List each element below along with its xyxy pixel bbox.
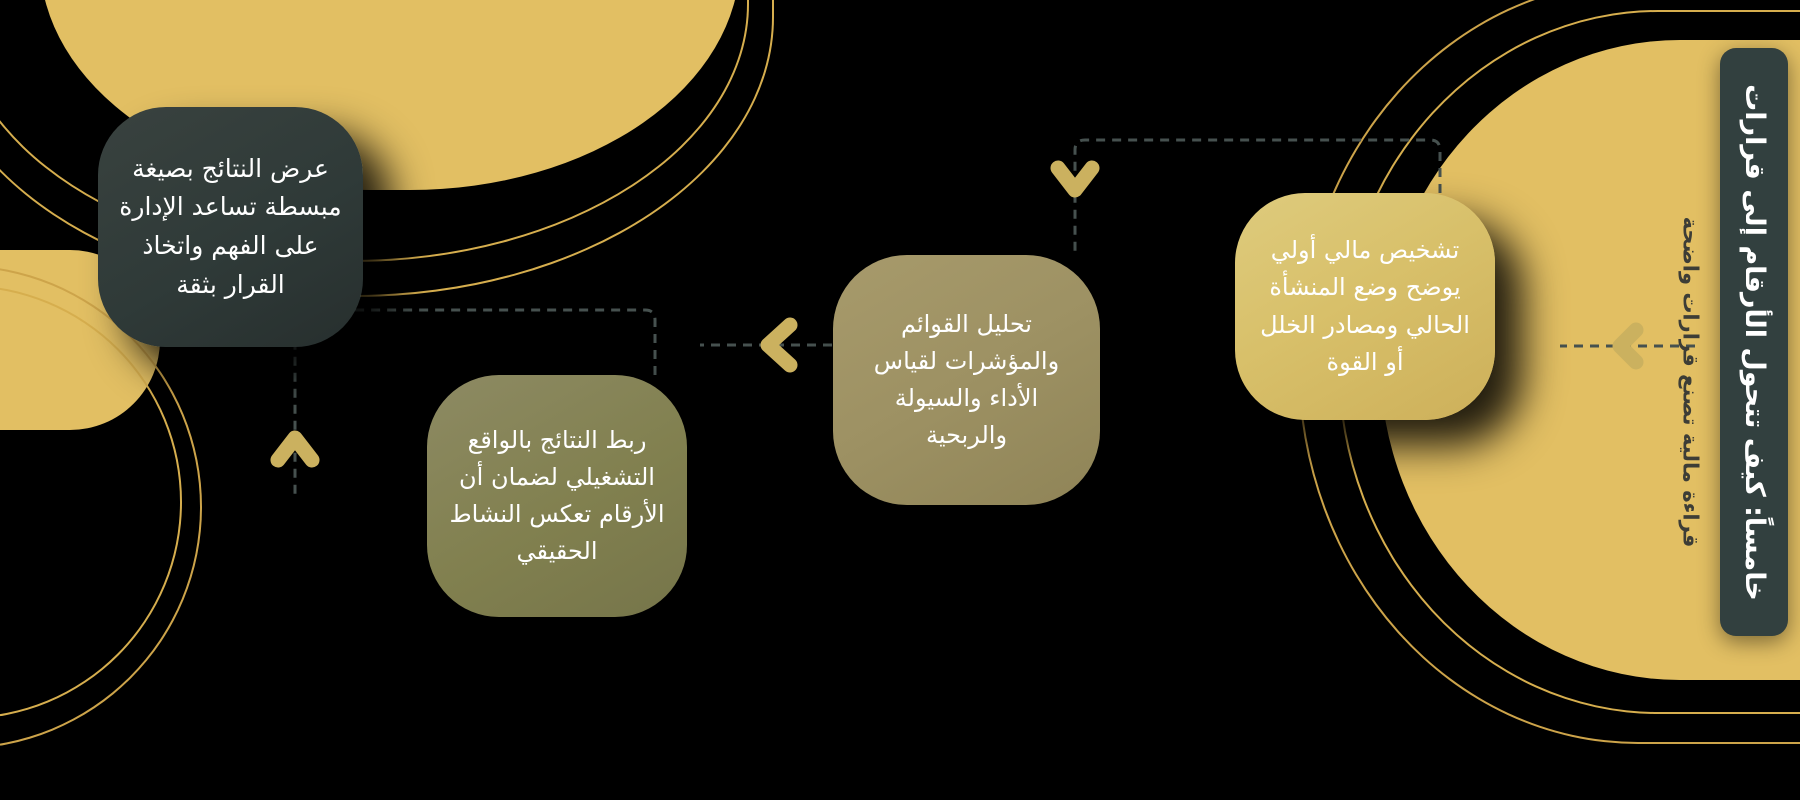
step-card-operational-linkage[interactable]: ربط النتائج بالواقع التشغيلي لضمان أن ال… — [427, 375, 687, 617]
chevron-left-icon — [1612, 322, 1644, 370]
page-subtitle-text: قراءة مالية تصنع قرارات واضحة — [1678, 216, 1702, 548]
page-title-rail: خامساً: كيف تتحول الأرقام إلى قرارات — [1720, 48, 1788, 636]
step-card-simplified-reporting[interactable]: عرض النتائج بصيغة مبسطة تساعد الإدارة عل… — [98, 107, 363, 347]
step-card-financial-diagnosis[interactable]: تشخيص مالي أولي يوضح وضع المنشأة الحالي … — [1235, 193, 1495, 420]
chevron-down-icon — [1050, 160, 1100, 198]
step-card-text: تحليل القوائم والمؤشرات لقياس الأداء وال… — [873, 309, 1060, 450]
background-arc-left-1 — [0, 285, 182, 719]
chevron-up-icon — [270, 430, 320, 468]
page-subtitle: قراءة مالية تصنع قرارات واضحة — [1672, 182, 1708, 582]
chevron-left-icon-2 — [760, 317, 798, 373]
step-card-text: ربط النتائج بالواقع التشغيلي لضمان أن ال… — [449, 425, 665, 566]
step-card-text: تشخيص مالي أولي يوضح وضع المنشأة الحالي … — [1260, 236, 1470, 376]
step-card-statement-analysis[interactable]: تحليل القوائم والمؤشرات لقياس الأداء وال… — [833, 255, 1100, 505]
step-card-text: عرض النتائج بصيغة مبسطة تساعد الإدارة عل… — [119, 153, 342, 299]
page-title: خامساً: كيف تتحول الأرقام إلى قرارات — [1738, 83, 1770, 601]
